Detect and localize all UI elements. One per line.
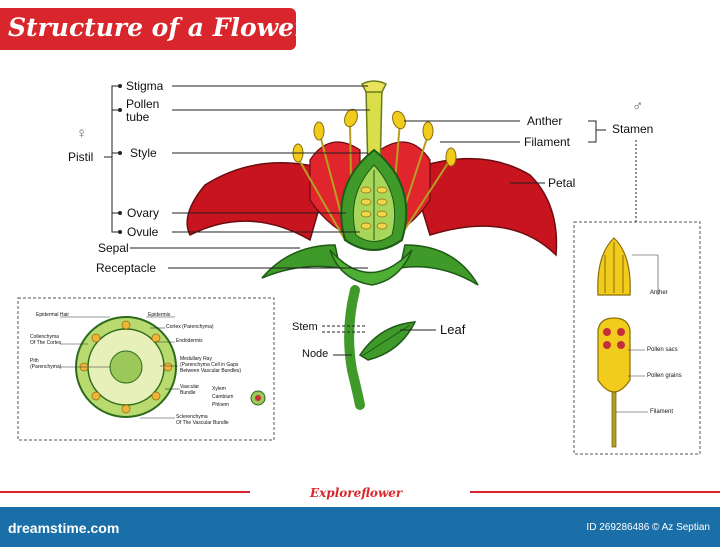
label-anther: Anther bbox=[527, 114, 563, 128]
cross-section-leaders bbox=[60, 316, 180, 419]
stem-cross-section bbox=[75, 316, 177, 418]
stamen-detail-leaders bbox=[616, 254, 659, 413]
title-banner bbox=[0, 8, 296, 50]
brand-mark: Exploreflower bbox=[310, 486, 403, 500]
label-stem: Stem bbox=[292, 321, 318, 333]
label-stigma: Stigma bbox=[126, 79, 164, 93]
footer-logo[interactable]: dreamstime.com bbox=[8, 520, 120, 536]
petals bbox=[186, 141, 558, 257]
label-pistil: Pistil bbox=[68, 150, 94, 164]
label-pollen-sacs: Pollen sacs bbox=[647, 347, 678, 353]
footer-bar bbox=[0, 507, 720, 547]
label-receptacle: Receptacle bbox=[96, 261, 157, 275]
leader-lines-right bbox=[404, 120, 637, 222]
stem bbox=[344, 285, 365, 410]
label-pith: Pith (Parenchyma) bbox=[30, 358, 62, 370]
ovules bbox=[360, 186, 388, 230]
stamen-detail-panel bbox=[573, 221, 701, 455]
label-endodermis: Endodermis bbox=[176, 338, 203, 344]
label-epidermis: Epidermis bbox=[148, 312, 171, 318]
label-phloem: Phloem bbox=[212, 402, 229, 408]
label-sepal: Sepal bbox=[98, 241, 129, 255]
female-symbol-icon: ♀ bbox=[76, 125, 88, 142]
male-symbol-icon: ♂ bbox=[632, 98, 644, 115]
label-vascular-bundle: Vascular Bundle bbox=[180, 384, 200, 396]
label-xylem: Xylem bbox=[212, 386, 226, 392]
page-title: Structure of a Flower bbox=[8, 13, 308, 42]
anther-detail bbox=[597, 237, 631, 296]
label-node: Node bbox=[302, 348, 329, 360]
label-epidermal-hair: Epidermal Hair bbox=[36, 312, 70, 318]
label-cortex: Cortex (Parenchyma) bbox=[166, 324, 214, 330]
label-ovule: Ovule bbox=[127, 225, 159, 239]
vascular-bundle-detail bbox=[250, 390, 266, 406]
label-medullary-ray: Medullary Ray (Parenchyma Cell in Gaps B… bbox=[180, 356, 242, 374]
leaf bbox=[358, 321, 417, 361]
cross-section-panel bbox=[17, 297, 275, 441]
label-pollen-tube: Pollen tube bbox=[126, 97, 160, 124]
label-pollen-grains: Pollen grains bbox=[647, 373, 682, 379]
footer-image-id: ID 269286486 © Az Septian bbox=[586, 522, 710, 533]
label-cambium: Cambium bbox=[212, 394, 234, 400]
label-filament-detail: Filament bbox=[650, 409, 674, 415]
label-style: Style bbox=[130, 146, 157, 160]
stigma bbox=[360, 80, 388, 93]
label-sclerenchyma: Sclerenchyma Of The Vascular Bundle bbox=[176, 414, 229, 426]
ovary bbox=[340, 148, 408, 251]
label-collenchyma: Collenchyma Of The Cortex bbox=[30, 334, 62, 346]
leader-lines-stem bbox=[322, 325, 436, 356]
leader-lines-left bbox=[104, 85, 370, 269]
label-anther-detail: Anther bbox=[650, 290, 668, 296]
anthers bbox=[292, 108, 457, 167]
label-filament: Filament bbox=[524, 135, 571, 149]
anther-cross-detail bbox=[597, 317, 631, 448]
leader-dots-left bbox=[118, 84, 122, 234]
label-ovary: Ovary bbox=[127, 206, 160, 220]
label-stamen: Stamen bbox=[612, 122, 654, 136]
label-petal: Petal bbox=[548, 176, 576, 190]
label-leaf: Leaf bbox=[440, 322, 466, 337]
sepals bbox=[261, 244, 479, 286]
receptacle bbox=[329, 249, 413, 286]
